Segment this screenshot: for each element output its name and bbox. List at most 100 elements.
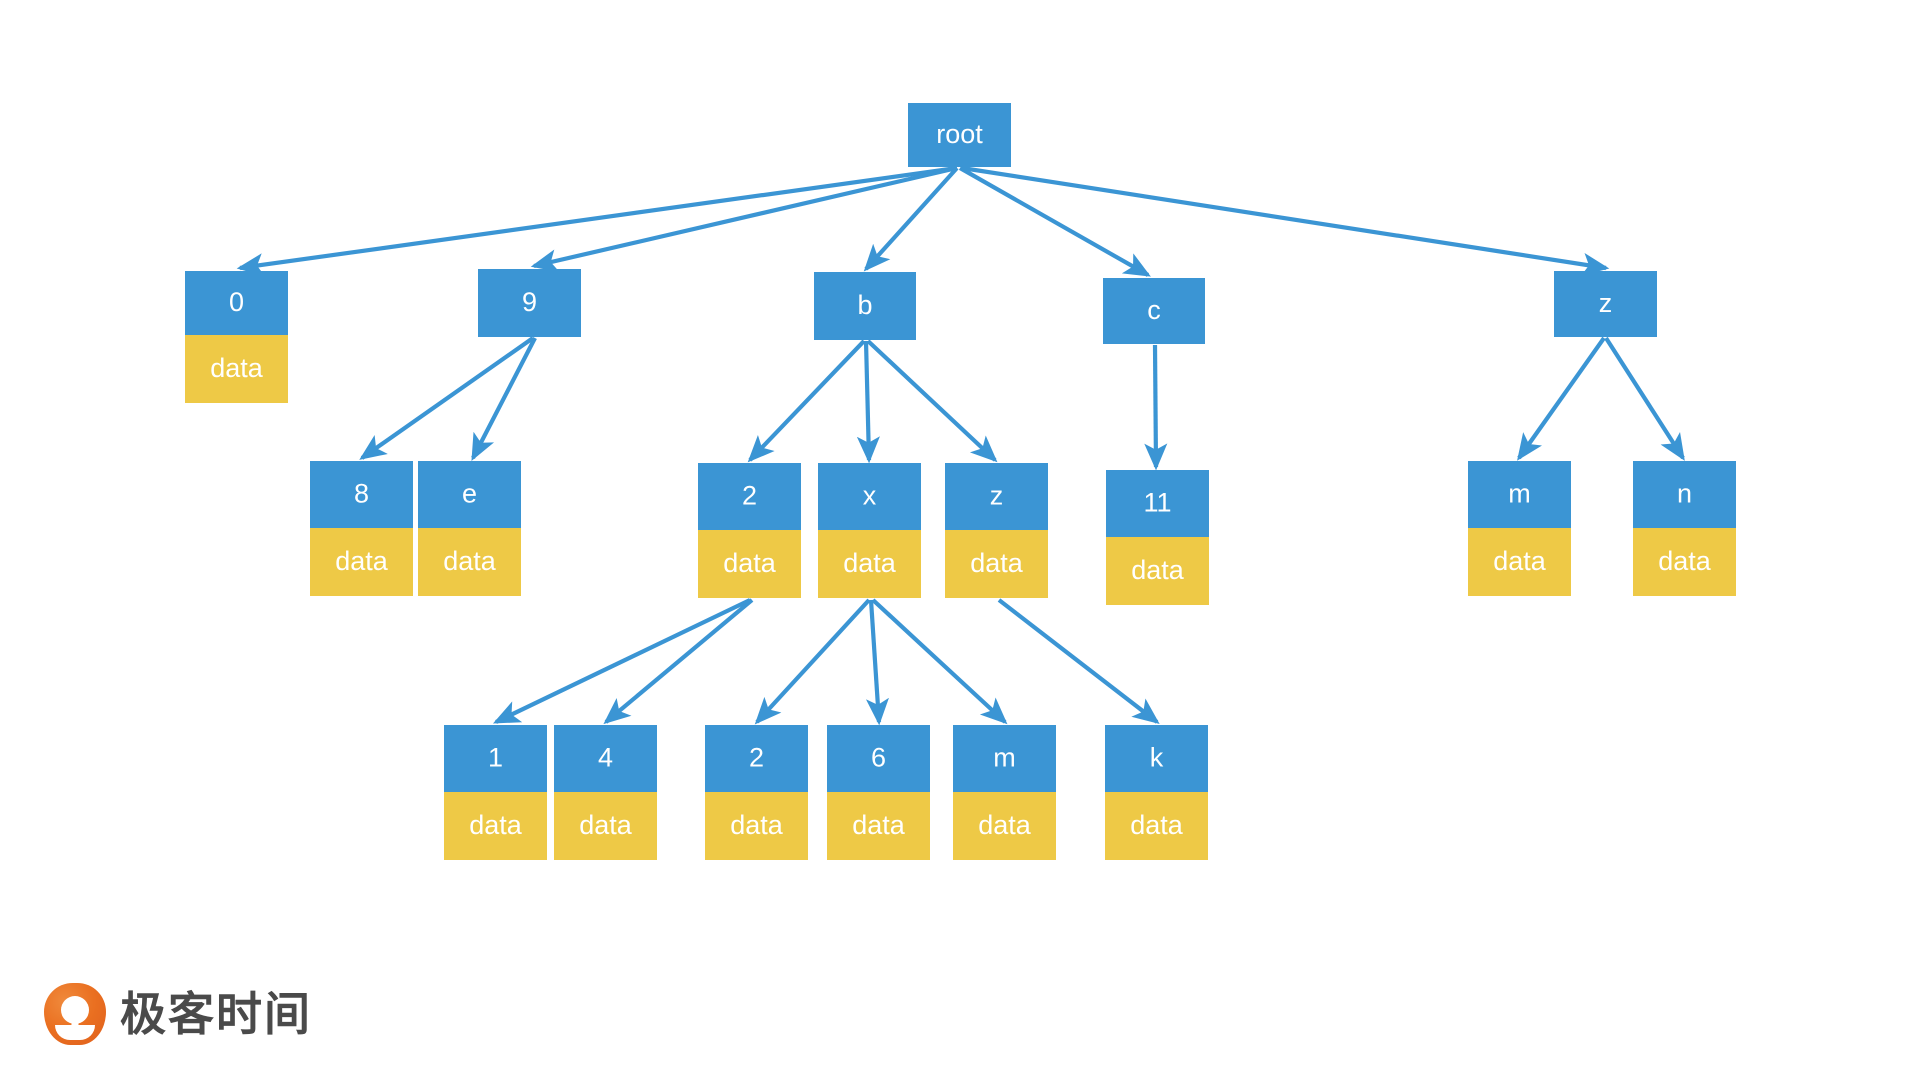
tree-edge-root-to-l1-z xyxy=(961,165,1610,276)
node-data-box xyxy=(827,792,930,860)
tree-edge-l1-9-to-l2-8 xyxy=(359,336,535,460)
tree-node-l1-c[interactable]: c xyxy=(1103,278,1205,344)
tree-node-l3-1[interactable]: 1 data xyxy=(444,725,547,860)
tree-edge-l2-x-to-l3-6 xyxy=(865,599,889,726)
tree-edge-l2-2-to-l3-1 xyxy=(492,598,751,724)
tree-node-l1-z[interactable]: z xyxy=(1554,271,1657,337)
tree-node-l2-x[interactable]: x data xyxy=(818,463,921,598)
tree-edge-l1-c-to-l2-11 xyxy=(1144,344,1168,471)
tree-edge-l1-z-to-l2-n xyxy=(1604,336,1685,461)
node-data-box xyxy=(1106,537,1209,605)
node-data-box xyxy=(444,792,547,860)
node-key-box xyxy=(945,463,1048,530)
tree-edge-l2-2-to-l3-4 xyxy=(603,598,754,725)
tree-node-l1-b[interactable]: b xyxy=(814,272,916,340)
node-key-box xyxy=(1468,461,1571,528)
tree-node-l3-k[interactable]: k data xyxy=(1105,725,1208,860)
node-key-box xyxy=(908,103,1011,167)
node-key-label: 1 xyxy=(488,743,503,773)
node-data-label: data xyxy=(843,548,897,578)
node-data-box xyxy=(945,530,1048,598)
tree-node-l3-m[interactable]: m data xyxy=(953,725,1056,860)
tree-edge-root-to-l1-c xyxy=(958,166,1151,277)
node-key-label: z xyxy=(1599,288,1613,318)
node-key-box xyxy=(1106,470,1209,537)
node-key-box xyxy=(1103,278,1205,344)
node-key-box xyxy=(705,725,808,792)
node-data-box xyxy=(554,792,657,860)
node-data-label: data xyxy=(579,810,633,840)
node-key-label: 2 xyxy=(742,481,757,511)
tree-node-l2-11[interactable]: 11 data xyxy=(1106,470,1209,605)
node-key-box xyxy=(1554,271,1657,337)
node-key-box xyxy=(185,271,288,335)
node-key-label: n xyxy=(1677,479,1692,509)
node-data-label: data xyxy=(1658,546,1712,576)
geektime-logo-icon xyxy=(44,983,106,1045)
node-data-box xyxy=(1468,528,1571,596)
logo-smile-shape xyxy=(55,1025,95,1040)
node-key-box xyxy=(818,463,921,530)
node-data-box xyxy=(310,528,413,596)
node-key-label: 0 xyxy=(229,287,244,317)
node-key-label: 11 xyxy=(1143,488,1171,518)
node-key-label: 9 xyxy=(522,287,537,317)
tree-edge-l1-z-to-l2-m xyxy=(1517,336,1606,461)
node-key-label: 6 xyxy=(871,743,886,773)
tree-node-l2-8[interactable]: 8 data xyxy=(310,461,413,596)
node-data-box xyxy=(1633,528,1736,596)
node-key-label: 2 xyxy=(749,743,764,773)
node-key-label: 8 xyxy=(354,479,369,509)
tree-edge-l1-b-to-l2-z xyxy=(866,339,998,463)
node-key-box xyxy=(1633,461,1736,528)
node-key-label: 4 xyxy=(598,743,613,773)
node-data-label: data xyxy=(730,810,784,840)
node-key-box xyxy=(827,725,930,792)
edges-layer xyxy=(236,165,1685,726)
node-key-label: c xyxy=(1147,295,1161,325)
node-key-label: b xyxy=(857,290,872,320)
tree-edge-root-to-l1-b xyxy=(863,166,959,272)
node-key-label: k xyxy=(1150,743,1164,773)
tree-edge-l2-x-to-l3-m xyxy=(871,598,1008,725)
tree-node-l2-2[interactable]: 2 data xyxy=(698,463,801,598)
tree-node-l3-4[interactable]: 4 data xyxy=(554,725,657,860)
node-key-label: x xyxy=(863,481,877,511)
tree-edge-l1-b-to-l2-x xyxy=(856,340,880,464)
node-data-box xyxy=(705,792,808,860)
tree-node-l2-n[interactable]: n data xyxy=(1633,461,1736,596)
node-data-label: data xyxy=(1131,555,1185,585)
node-key-label: z xyxy=(990,481,1004,511)
node-key-box xyxy=(310,461,413,528)
node-key-box xyxy=(953,725,1056,792)
tree-node-l3-2[interactable]: 2 data xyxy=(705,725,808,860)
node-data-label: data xyxy=(335,546,389,576)
node-key-label: root xyxy=(936,119,983,149)
tree-node-l1-9[interactable]: 9 xyxy=(478,269,581,337)
node-key-box xyxy=(698,463,801,530)
node-key-box xyxy=(814,272,916,340)
node-data-box xyxy=(418,528,521,596)
node-data-label: data xyxy=(1130,810,1184,840)
node-data-box xyxy=(185,335,288,403)
node-data-label: data xyxy=(978,810,1032,840)
node-key-box xyxy=(444,725,547,792)
tree-edge-root-to-l1-0 xyxy=(236,165,958,277)
tree-edge-l1-9-to-l2-e xyxy=(471,337,537,461)
node-data-label: data xyxy=(443,546,497,576)
node-key-box xyxy=(418,461,521,528)
node-data-label: data xyxy=(469,810,523,840)
tree-node-root[interactable]: root xyxy=(908,103,1011,167)
node-key-label: m xyxy=(993,743,1016,773)
node-data-label: data xyxy=(723,548,777,578)
tree-edge-l2-x-to-l3-2 xyxy=(754,598,871,725)
node-data-box xyxy=(698,530,801,598)
node-key-box xyxy=(554,725,657,792)
node-key-box xyxy=(1105,725,1208,792)
